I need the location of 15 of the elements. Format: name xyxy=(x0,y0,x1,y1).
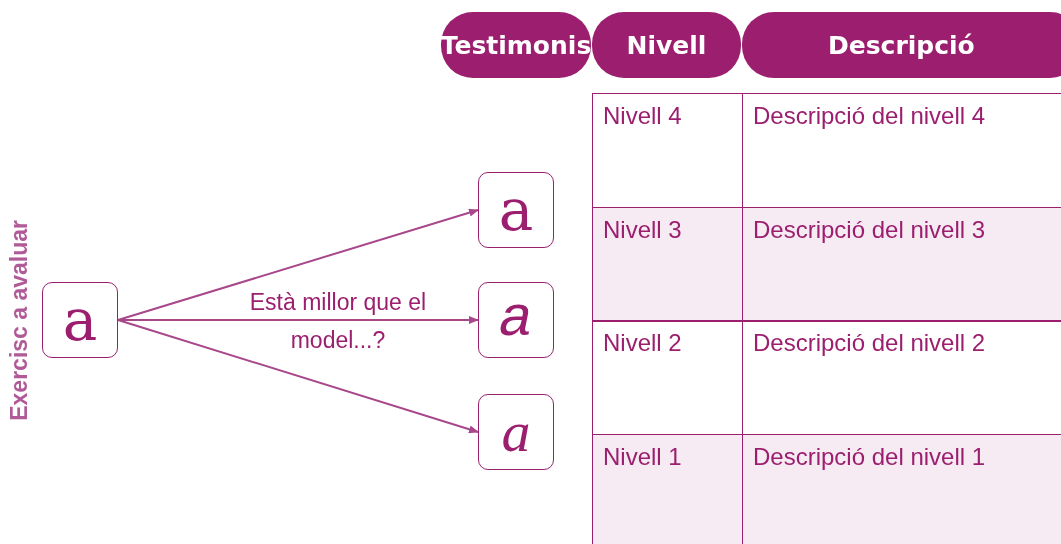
edge-label: Està millor que el model...? xyxy=(248,288,428,355)
header-tab: Descripció xyxy=(742,12,1061,78)
letter-box: a xyxy=(42,282,118,358)
header-tab: Nivell xyxy=(592,12,741,78)
arrow xyxy=(117,319,479,434)
table-cell: Descripció del nivell 1 xyxy=(742,433,1061,544)
arrow xyxy=(117,208,479,321)
header-tab: Testimonis xyxy=(441,12,591,78)
table-cell: Descripció del nivell 3 xyxy=(742,206,1061,322)
node-label: Exercisc a avaluar xyxy=(6,219,33,421)
table-cell: Nivell 3 xyxy=(592,206,743,322)
letter-box: a xyxy=(478,172,554,248)
letter-box: a xyxy=(478,282,554,358)
table-cell: Nivell 1 xyxy=(592,433,743,544)
letter-box: a xyxy=(478,394,554,470)
